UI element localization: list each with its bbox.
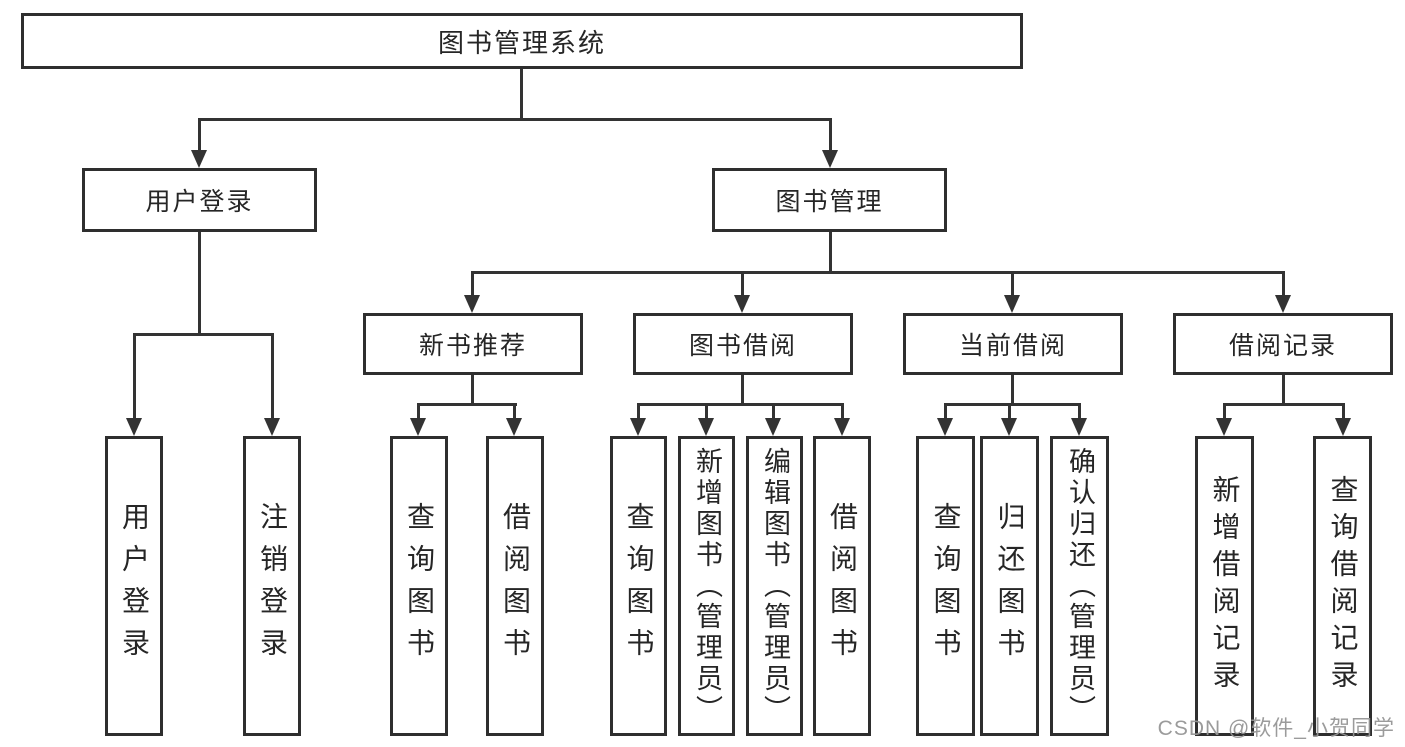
node-current-borrow: 当前借阅	[903, 313, 1123, 375]
connector-line	[829, 118, 832, 152]
connector-line	[772, 403, 775, 420]
node-book-management-label: 图书管理	[775, 188, 884, 216]
node-book-management: 图书管理	[712, 168, 947, 232]
connector-line	[1011, 375, 1014, 406]
leaf-query-books-recommend: 查询图书	[390, 436, 448, 736]
connector-line	[705, 403, 708, 420]
arrowhead	[464, 295, 480, 313]
leaf-logout: 注销登录	[243, 436, 301, 736]
connector-line	[417, 403, 517, 406]
node-new-book-recommend: 新书推荐	[363, 313, 583, 375]
arrowhead	[765, 418, 781, 436]
connector-line	[133, 333, 274, 336]
connector-line	[741, 271, 744, 297]
arrowhead	[126, 418, 142, 436]
connector-line	[417, 403, 420, 420]
csdn-watermark: CSDN @软件_小贺同学	[1157, 717, 1395, 740]
arrowhead	[191, 150, 207, 168]
connector-line	[829, 232, 832, 274]
connector-line	[198, 118, 201, 152]
leaf-query-borrow-record-label: 查询借阅记录	[1327, 475, 1359, 697]
leaf-confirm-return-admin: 确认归还（管理员）	[1050, 436, 1109, 736]
arrowhead	[630, 418, 646, 436]
leaf-add-book-admin: 新增图书（管理员）	[678, 436, 735, 736]
leaf-user-login-label: 用户登录	[119, 502, 150, 670]
connector-line	[637, 403, 844, 406]
leaf-query-borrow-record: 查询借阅记录	[1313, 436, 1372, 736]
arrowhead	[1275, 295, 1291, 313]
leaf-borrow-books: 借阅图书	[813, 436, 871, 736]
arrowhead	[734, 295, 750, 313]
leaf-query-books-current-label: 查询图书	[930, 502, 962, 670]
leaf-add-borrow-record: 新增借阅记录	[1195, 436, 1254, 736]
arrowhead	[698, 418, 714, 436]
leaf-borrow-books-recommend: 借阅图书	[486, 436, 544, 736]
node-book-borrow-label: 图书借阅	[688, 332, 797, 360]
arrowhead	[937, 418, 953, 436]
arrowhead	[410, 418, 426, 436]
connector-line	[841, 403, 844, 420]
node-new-book-recommend-label: 新书推荐	[418, 332, 527, 360]
connector-line	[1011, 271, 1014, 297]
connector-line	[1223, 403, 1345, 406]
leaf-return-book-label: 归还图书	[994, 502, 1026, 670]
leaf-return-book: 归还图书	[980, 436, 1039, 736]
node-current-borrow-label: 当前借阅	[958, 332, 1067, 360]
connector-line	[271, 333, 274, 420]
connector-line	[1342, 403, 1345, 420]
leaf-borrow-books-label: 借阅图书	[827, 502, 858, 670]
node-user-login: 用户登录	[82, 168, 317, 232]
connector-line	[944, 403, 1081, 406]
arrowhead	[1216, 418, 1232, 436]
arrowhead	[822, 150, 838, 168]
connector-line	[1008, 403, 1011, 420]
leaf-add-borrow-record-label: 新增借阅记录	[1209, 475, 1241, 697]
root-node-label: 图书管理系统	[437, 27, 606, 58]
connector-line	[520, 69, 523, 120]
connector-line	[741, 375, 744, 406]
arrowhead	[506, 418, 522, 436]
leaf-add-book-admin-label: 新增图书（管理员）	[692, 446, 722, 726]
arrowhead	[834, 418, 850, 436]
root-node: 图书管理系统	[21, 13, 1023, 69]
node-book-borrow: 图书借阅	[633, 313, 853, 375]
connector-line	[1223, 403, 1226, 420]
leaf-confirm-return-admin-label: 确认归还（管理员）	[1065, 446, 1095, 726]
connector-line	[471, 271, 474, 297]
leaf-user-login: 用户登录	[105, 436, 163, 736]
connector-line	[637, 403, 640, 420]
arrowhead	[1001, 418, 1017, 436]
connector-line	[471, 375, 474, 406]
leaf-edit-book-admin: 编辑图书（管理员）	[746, 436, 803, 736]
leaf-query-books-borrow: 查询图书	[610, 436, 667, 736]
connector-line	[133, 333, 136, 420]
arrowhead	[1071, 418, 1087, 436]
connector-line	[1282, 375, 1285, 406]
connector-line	[1282, 271, 1285, 297]
leaf-borrow-books-recommend-label: 借阅图书	[500, 502, 531, 670]
connector-line	[513, 403, 516, 420]
connector-line	[198, 118, 832, 121]
leaf-query-books-recommend-label: 查询图书	[404, 502, 435, 670]
leaf-query-books-current: 查询图书	[916, 436, 975, 736]
node-user-login-label: 用户登录	[145, 188, 254, 216]
arrowhead	[1335, 418, 1351, 436]
arrowhead	[264, 418, 280, 436]
node-borrow-records-label: 借阅记录	[1228, 332, 1337, 360]
connector-line	[198, 232, 201, 336]
arrowhead	[1004, 295, 1020, 313]
leaf-logout-label: 注销登录	[257, 502, 288, 670]
connector-line	[471, 271, 1285, 274]
leaf-query-books-borrow-label: 查询图书	[623, 502, 655, 670]
connector-line	[944, 403, 947, 420]
node-borrow-records: 借阅记录	[1173, 313, 1393, 375]
connector-line	[1078, 403, 1081, 420]
leaf-edit-book-admin-label: 编辑图书（管理员）	[760, 446, 790, 726]
